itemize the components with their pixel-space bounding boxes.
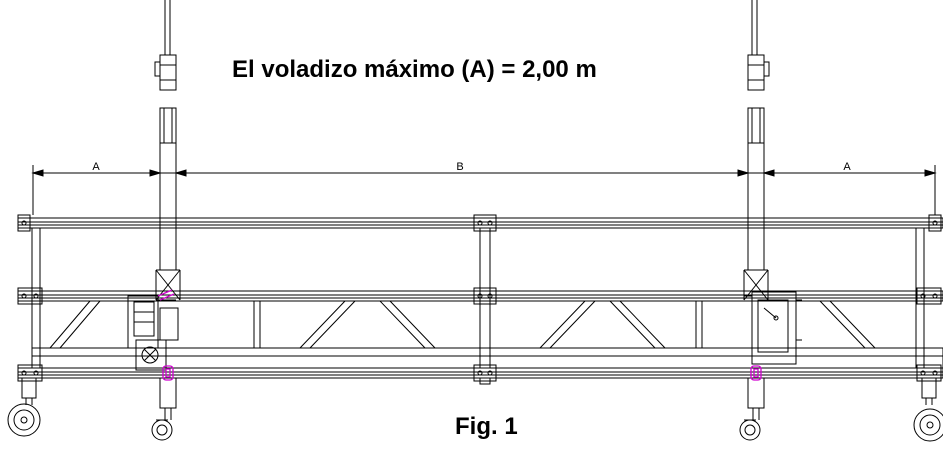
left-hoist-unit — [127, 295, 179, 371]
diagram-title: El voladizo máximo (A) = 2,00 m — [232, 56, 597, 83]
top-rail — [17, 217, 943, 229]
posts — [31, 228, 925, 368]
mast-lower-brackets — [159, 377, 765, 420]
dimension-label-right: A — [843, 161, 851, 173]
caster-wheels — [7, 377, 943, 442]
joint-plates — [17, 214, 942, 385]
right-hoist-unit — [744, 291, 802, 365]
dimension-label-middle: B — [456, 161, 463, 173]
figure-caption: Fig. 1 — [455, 413, 518, 440]
right-mast — [743, 0, 770, 301]
left-mast — [154, 0, 181, 301]
safety-device-highlights — [157, 289, 762, 381]
dimension-label-left: A — [92, 161, 100, 173]
truss-diagonals — [49, 300, 876, 349]
dimension-line — [31, 165, 937, 215]
